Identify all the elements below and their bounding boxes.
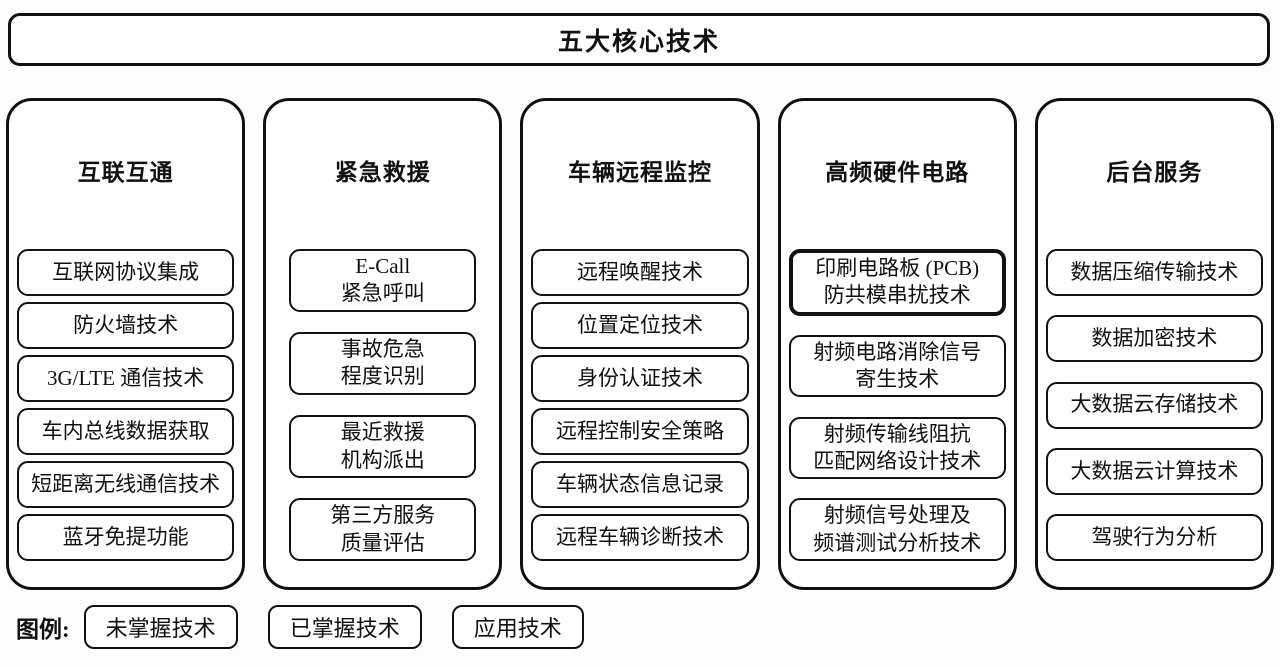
tech-item: 短距离无线通信技术 [17, 461, 235, 508]
tech-item: 互联网协议集成 [17, 249, 235, 296]
tech-item: 射频电路消除信号 寄生技术 [788, 334, 1006, 398]
column-header: 高频硬件电路 [825, 160, 970, 185]
tech-item: 最近救援 机构派出 [289, 415, 477, 478]
column-header: 后台服务 [1106, 160, 1203, 185]
legend-entry-mastered: 已掌握技术 [267, 605, 422, 649]
legend-label: 图例: [16, 617, 70, 642]
tech-item: 远程控制安全策略 [531, 408, 749, 455]
tech-item: 数据加密技术 [1045, 315, 1264, 363]
legend-entry-unmastered: 未掌握技术 [83, 605, 238, 649]
tech-item: 位置定位技术 [531, 302, 749, 349]
tech-item: E-Call 紧急呼叫 [289, 249, 477, 312]
tech-item: 远程唤醒技术 [531, 249, 749, 296]
legend: 图例: 未掌握技术 已掌握技术 应用技术 [16, 603, 584, 651]
tech-item: 数据压缩传输技术 [1045, 249, 1264, 296]
tech-item: 车内总线数据获取 [17, 408, 235, 455]
tech-item: 射频信号处理及 频谱测试分析技术 [788, 498, 1006, 561]
tech-item: 驾驶行为分析 [1045, 514, 1264, 561]
column-items: 远程唤醒技术 位置定位技术 身份认证技术 远程控制安全策略 车辆状态信息记录 远… [531, 249, 749, 561]
tech-item: 事故危急 程度识别 [289, 332, 477, 395]
tech-item: 大数据云存储技术 [1045, 381, 1264, 429]
column-header: 互联互通 [77, 160, 174, 185]
tech-item: 印刷电路板 (PCB) 防共模串扰技术 [788, 249, 1006, 316]
tech-item: 远程车辆诊断技术 [531, 514, 749, 561]
column-header: 车辆远程监控 [568, 160, 712, 185]
tech-item: 防火墙技术 [17, 302, 235, 349]
columns-row: 互联互通 互联网协议集成 防火墙技术 3G/LTE 通信技术 车内总线数据获取 … [6, 98, 1275, 590]
tech-item: 第三方服务 质量评估 [289, 498, 477, 561]
tech-item: 车辆状态信息记录 [531, 461, 749, 508]
column-rf-hardware: 高频硬件电路 印刷电路板 (PCB) 防共模串扰技术 射频电路消除信号 寄生技术… [777, 98, 1017, 590]
legend-entry-applied: 应用技术 [451, 605, 584, 649]
column-emergency-rescue: 紧急救援 E-Call 紧急呼叫 事故危急 程度识别 最近救援 机构派出 第三方… [263, 98, 503, 590]
tech-item: 身份认证技术 [531, 355, 749, 402]
column-remote-monitoring: 车辆远程监控 远程唤醒技术 位置定位技术 身份认证技术 远程控制安全策略 车辆状… [520, 98, 760, 590]
column-items: E-Call 紧急呼叫 事故危急 程度识别 最近救援 机构派出 第三方服务 质量… [289, 249, 477, 561]
diagram-title-box: 五大核心技术 [8, 13, 1270, 66]
column-header: 紧急救援 [334, 160, 431, 185]
diagram-title: 五大核心技术 [557, 28, 720, 56]
tech-item: 大数据云计算技术 [1045, 447, 1264, 495]
tech-item: 3G/LTE 通信技术 [17, 355, 235, 402]
column-items: 印刷电路板 (PCB) 防共模串扰技术 射频电路消除信号 寄生技术 射频传输线阻… [788, 249, 1006, 561]
tech-item: 射频传输线阻抗 匹配网络设计技术 [788, 416, 1006, 480]
column-items: 互联网协议集成 防火墙技术 3G/LTE 通信技术 车内总线数据获取 短距离无线… [17, 249, 235, 561]
column-items: 数据压缩传输技术 数据加密技术 大数据云存储技术 大数据云计算技术 驾驶行为分析 [1045, 249, 1264, 561]
tech-item: 蓝牙免提功能 [17, 514, 235, 561]
column-backend-service: 后台服务 数据压缩传输技术 数据加密技术 大数据云存储技术 大数据云计算技术 驾… [1034, 98, 1275, 590]
column-interconnection: 互联互通 互联网协议集成 防火墙技术 3G/LTE 通信技术 车内总线数据获取 … [6, 98, 246, 590]
